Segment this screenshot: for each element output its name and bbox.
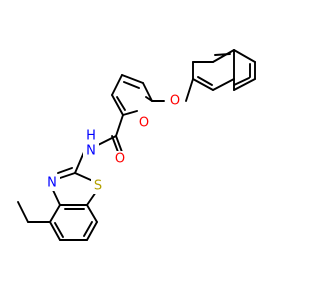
- nitrogen-thiazole-label: N: [47, 176, 57, 191]
- furan-ring: [111, 74, 153, 116]
- oxygen-carbonyl-label: O: [115, 152, 125, 167]
- sulfur-thiazole-label: S: [94, 179, 102, 194]
- nitrogen-amide-atom: H N: [83, 129, 99, 159]
- oxygen-furan-label: O: [139, 116, 149, 131]
- ether-linker: [151, 78, 194, 102]
- oxygen-ether-atom: O: [168, 93, 183, 109]
- benzothiazole-ring: [17, 151, 98, 241]
- molecule-structure-diagram: O O O H N N S: [17, 49, 256, 241]
- naphthalene-ring: [192, 49, 256, 91]
- hydrogen-amide-label: H: [86, 129, 96, 144]
- oxygen-ether-label: O: [170, 94, 180, 109]
- oxygen-furan-atom: O: [136, 115, 151, 131]
- sulfur-thiazole-atom: S: [91, 178, 106, 194]
- nitrogen-amide-label: N: [86, 144, 96, 159]
- amide-group: [95, 114, 124, 153]
- oxygen-carbonyl-atom: O: [112, 151, 127, 167]
- nitrogen-thiazole-atom: N: [45, 175, 60, 191]
